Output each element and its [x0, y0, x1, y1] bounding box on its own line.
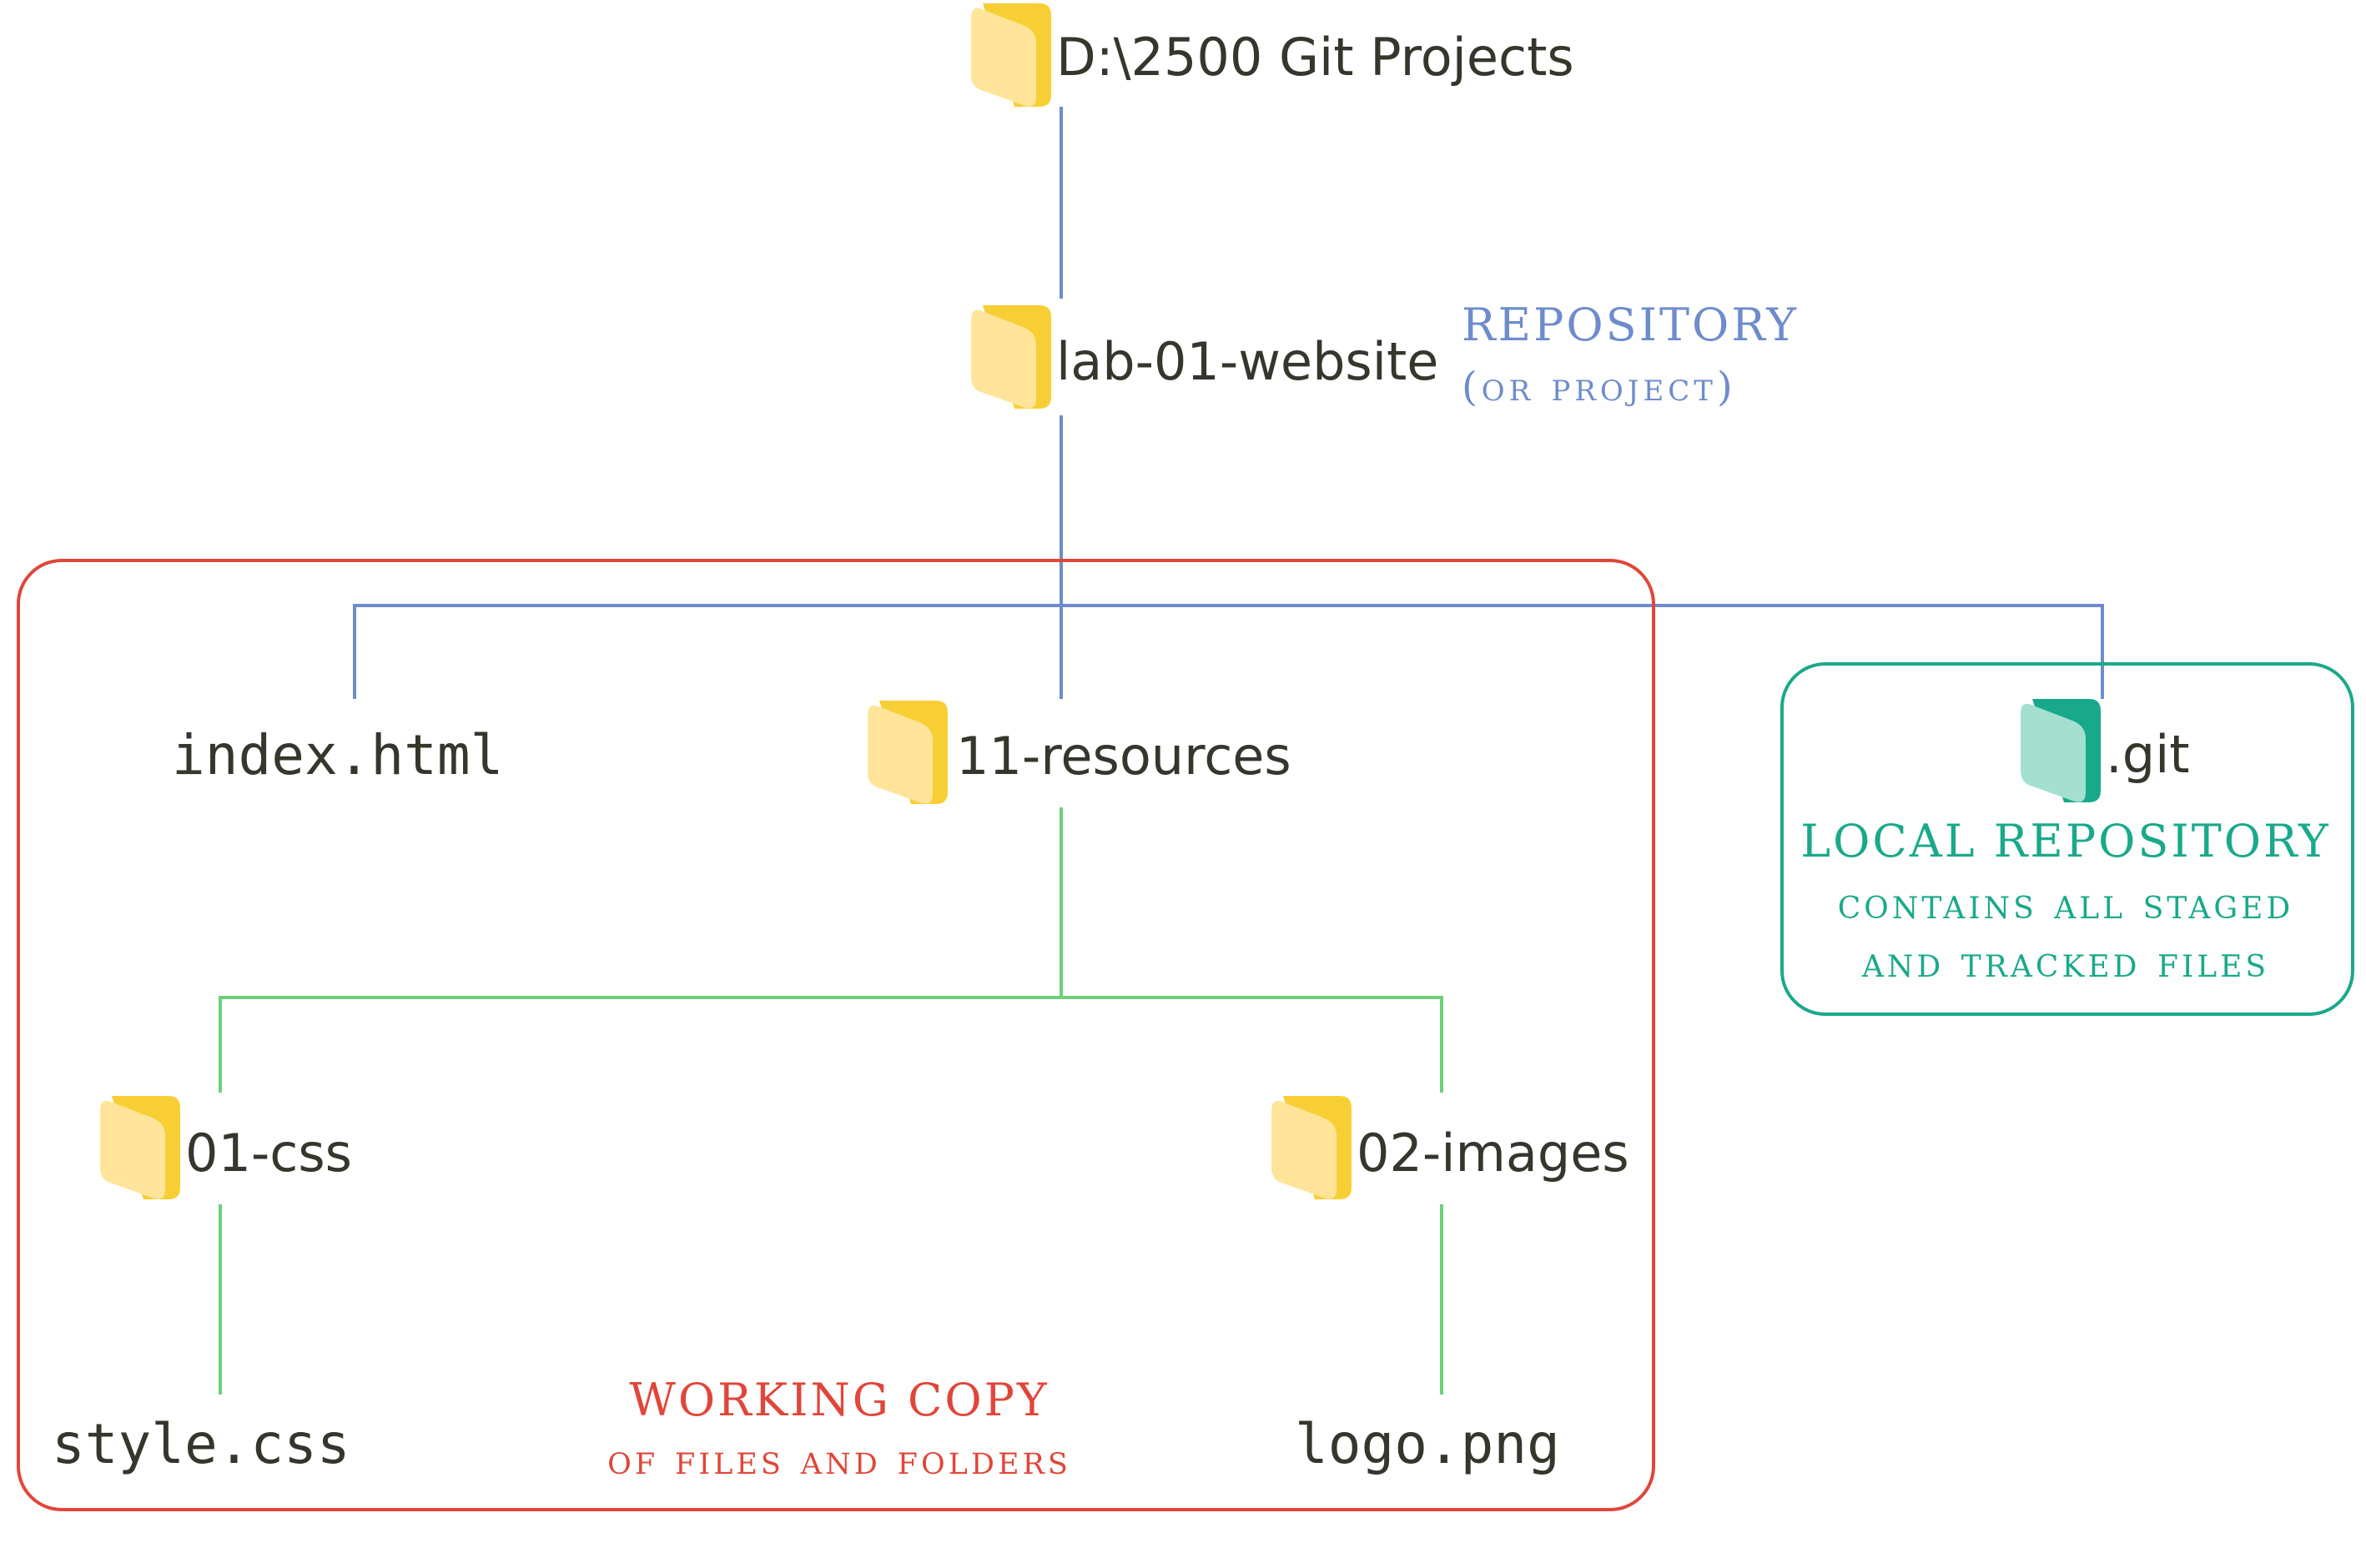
local-repository-annotation-title: LOCAL REPOSITORY [1800, 815, 2330, 867]
resources-folder-label: 11-resources [956, 726, 1291, 787]
local-repository-annotation-line2: and tracked files [1861, 937, 2269, 988]
root-folder-node[interactable]: D:\2500 Git Projects [971, 3, 1574, 107]
repository-folder-node[interactable]: lab-01-website [971, 305, 1438, 409]
css-folder-node[interactable]: 01-css [100, 1096, 352, 1199]
folder-icon [971, 305, 1051, 409]
working-copy-box [17, 559, 1655, 1511]
root-folder-label: D:\2500 Git Projects [1056, 27, 1574, 88]
repository-folder-label: lab-01-website [1056, 331, 1438, 392]
folder-icon [868, 701, 948, 804]
git-folder-label: .git [2106, 724, 2190, 785]
style-file-label[interactable]: style.css [52, 1412, 350, 1476]
repo-branch-connector [353, 604, 2104, 699]
resources-branch-connector [219, 996, 1443, 1093]
folder-icon [1271, 1096, 1352, 1199]
git-folder-icon [2021, 699, 2101, 802]
local-repository-annotation-line1: contains all staged [1838, 879, 2293, 929]
working-copy-annotation-subtitle: of files and folders [607, 1435, 1071, 1484]
resources-connectors [219, 807, 1443, 1395]
images-folder-label: 02-images [1357, 1123, 1629, 1184]
resources-folder-node[interactable]: 11-resources [868, 701, 1291, 804]
repository-annotation-subtitle: (or project) [1462, 364, 1737, 410]
folder-icon [971, 3, 1051, 107]
git-folder-node[interactable]: .git [2021, 699, 2190, 802]
logo-file-label[interactable]: logo.png [1295, 1412, 1560, 1476]
index-file-label[interactable]: index.html [172, 723, 503, 787]
css-folder-label: 01-css [185, 1123, 352, 1184]
local-repository-box [1780, 662, 2354, 1016]
images-folder-node[interactable]: 02-images [1271, 1096, 1629, 1199]
working-copy-annotation-title: WORKING COPY [629, 1374, 1049, 1426]
folder-icon [100, 1096, 180, 1199]
repository-connectors [353, 107, 2104, 699]
repository-annotation-title: REPOSITORY [1462, 299, 1799, 351]
